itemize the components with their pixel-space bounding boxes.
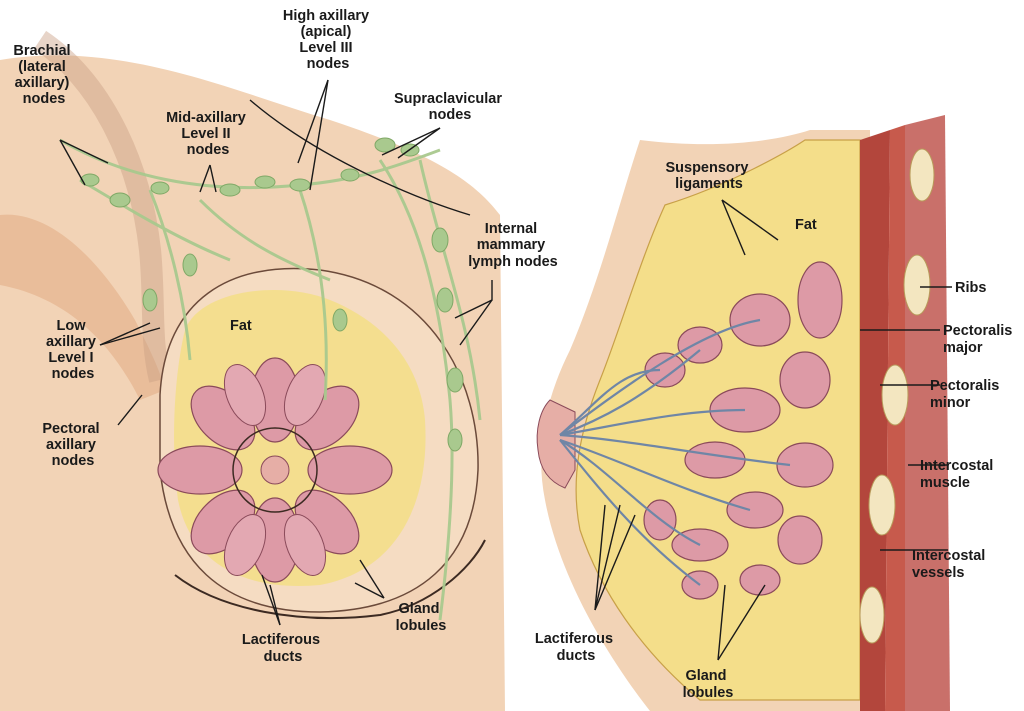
label-pectoralis-major: Pectoralis major xyxy=(943,323,1016,356)
label-suspensory-ligaments: Suspensory ligaments xyxy=(665,160,752,192)
label-ribs: Ribs xyxy=(955,280,986,296)
label-pectoralis-minor: Pectoralis minor xyxy=(930,378,1003,411)
nipple xyxy=(261,456,289,484)
left-front-view: High axillary (apical) Level III nodes B… xyxy=(0,8,558,711)
label-fat-left: Fat xyxy=(230,318,252,334)
label-intercostal-muscle: Intercostal muscle xyxy=(920,458,997,491)
right-cross-section: Suspensory ligaments Fat Ribs Pectoralis… xyxy=(535,115,1016,711)
label-lactiferous-ducts-right: Lactiferous ducts xyxy=(535,631,617,664)
label-fat-right: Fat xyxy=(795,217,817,233)
label-high-axillary: High axillary (apical) Level III nodes xyxy=(283,8,373,72)
label-gland-lobules-left: Gland lobules xyxy=(396,601,447,634)
label-intercostal-vessels: Intercostal vessels xyxy=(912,548,989,581)
intercostal-muscle xyxy=(905,115,950,711)
label-gland-lobules-right: Gland lobules xyxy=(683,668,734,701)
label-supraclavicular: Supraclavicular nodes xyxy=(394,91,506,123)
